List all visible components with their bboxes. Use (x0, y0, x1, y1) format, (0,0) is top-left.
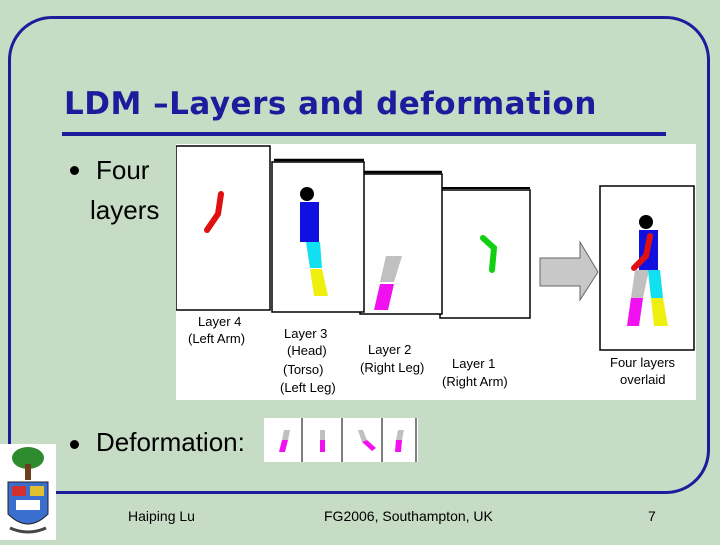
slide-title: LDM –Layers and deformation (64, 86, 597, 122)
deform-4-upper (396, 430, 404, 440)
right-arm-shape (480, 235, 498, 273)
layer2-sublabel: (Right Leg) (360, 360, 424, 375)
overlaid-left-upper-leg (648, 270, 663, 298)
deformation-diagram (279, 418, 417, 462)
head-shape (300, 187, 314, 201)
layer1-card (439, 189, 531, 319)
arrow-icon (539, 240, 599, 302)
overlaid-right-lower-leg (627, 298, 643, 326)
bullet-four-layers-line2: layers (90, 195, 160, 225)
title-underline (62, 132, 666, 136)
overlaid-label: Four layers (610, 355, 676, 370)
layers-figure: Layer 4 (Left Arm) Layer 3 (Head) (Torso… (175, 144, 696, 400)
deformation-strip (264, 418, 418, 462)
deform-4-lower (395, 440, 402, 452)
layer3-head-label: (Head) (287, 343, 327, 358)
layers-diagram: Layer 4 (Left Arm) Layer 3 (Head) (Torso… (175, 145, 695, 395)
deform-1-upper (282, 430, 290, 440)
deform-1-lower (279, 440, 288, 452)
layer2-card (359, 173, 443, 315)
overlaid-head-shape (639, 215, 653, 229)
footer-venue: FG2006, Southampton, UK (324, 508, 493, 524)
layer1-label: Layer 1 (452, 356, 495, 371)
bullet-dot (70, 166, 79, 175)
overlaid-right-upper-leg (631, 270, 649, 298)
left-upper-leg-shape (306, 242, 322, 268)
layer3-label: Layer 3 (284, 326, 327, 341)
layer4-card (175, 145, 271, 311)
layer2-label: Layer 2 (368, 342, 411, 357)
deform-3-upper (358, 430, 367, 442)
layer4-label: Layer 4 (198, 314, 241, 329)
torso-shape (300, 202, 319, 242)
left-arm-shape (204, 191, 224, 233)
footer-author: Haiping Lu (128, 508, 195, 524)
layer3-torso-label: (Torso) (283, 362, 323, 377)
footer-page-number: 7 (648, 508, 656, 524)
deform-2-lower (320, 440, 325, 452)
bullet-four-layers-line1: Four (96, 155, 150, 185)
bullet-deformation: Deformation: (96, 427, 245, 457)
layer3-leftleg-label: (Left Leg) (280, 380, 336, 395)
layer4-sublabel: (Left Arm) (188, 331, 245, 346)
deform-3-lower (362, 440, 376, 451)
layer1-sublabel: (Right Arm) (442, 374, 508, 389)
left-lower-leg-shape (310, 269, 328, 296)
overlaid-left-arm-shape (631, 233, 653, 271)
bullet-dot (70, 440, 79, 449)
slide-frame (8, 16, 710, 494)
overlaid-sublabel: overlaid (620, 372, 666, 387)
right-lower-leg-shape (374, 284, 394, 310)
deform-2-upper (320, 430, 325, 440)
overlaid-left-lower-leg (651, 298, 668, 326)
right-upper-leg-shape (380, 256, 402, 282)
university-crest-logo (0, 444, 56, 540)
